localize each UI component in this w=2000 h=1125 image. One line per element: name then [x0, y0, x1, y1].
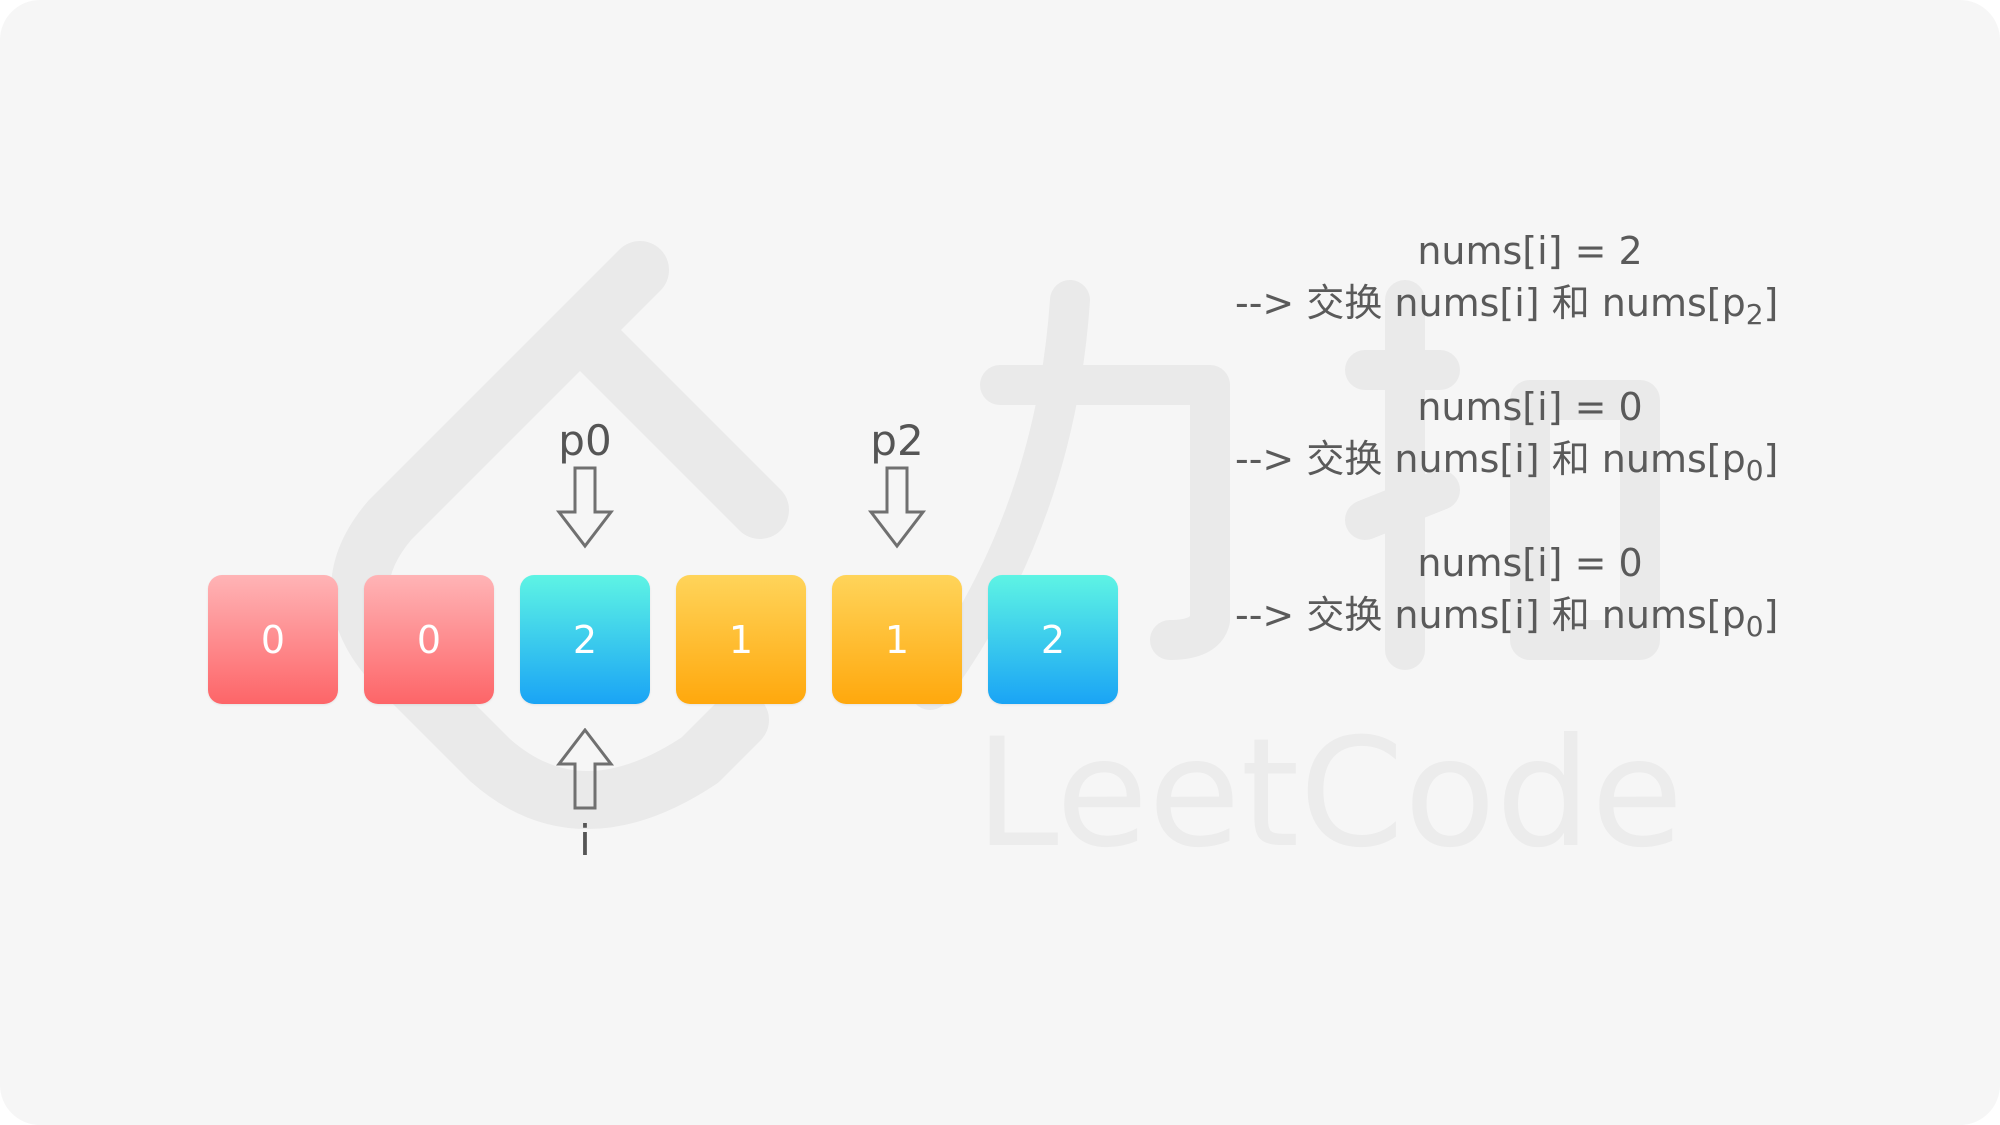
array-cell-5: 2 [988, 575, 1118, 704]
down-arrow-icon [555, 466, 615, 549]
step-action: --> 交换 nums[i] 和 nums[p2] [1235, 281, 1779, 331]
step-annotation: nums[i] = 0 --> 交换 nums[i] 和 nums[p0] [1235, 385, 1795, 487]
watermark-text: LeetCode [975, 707, 1683, 881]
pointer-label-i: i [579, 816, 591, 865]
watermark-char-kou-icon [1345, 280, 1660, 670]
array-cell-1: 0 [364, 575, 494, 704]
up-arrow-icon [555, 728, 615, 810]
pointer-label-p2: p2 [870, 416, 924, 465]
array-cell-0: 0 [208, 575, 338, 704]
pointer-label-p0: p0 [558, 416, 612, 465]
array-cell-3: 1 [676, 575, 806, 704]
step-action: --> 交换 nums[i] 和 nums[p0] [1235, 437, 1779, 487]
step-annotation: nums[i] = 0 --> 交换 nums[i] 和 nums[p0] [1235, 541, 1795, 643]
array-cell-2: 2 [520, 575, 650, 704]
step-action: --> 交换 nums[i] 和 nums[p0] [1235, 593, 1779, 643]
down-arrow-icon [867, 466, 927, 549]
leetcode-logo-icon [331, 241, 769, 829]
array-cell-4: 1 [832, 575, 962, 704]
step-condition: nums[i] = 0 [1417, 541, 1643, 585]
step-annotation: nums[i] = 2 --> 交换 nums[i] 和 nums[p2] [1235, 229, 1795, 331]
step-condition: nums[i] = 2 [1417, 229, 1643, 273]
step-condition: nums[i] = 0 [1417, 385, 1643, 429]
